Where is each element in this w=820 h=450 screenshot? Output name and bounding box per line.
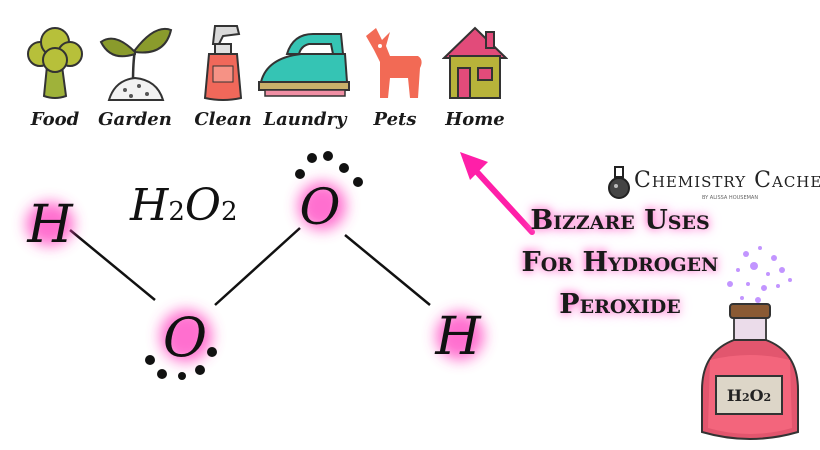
category-label: Home	[445, 109, 505, 130]
sprout-icon	[99, 28, 173, 101]
category-label: Laundry	[263, 109, 347, 130]
bond-o-h	[344, 234, 431, 306]
brand-logo[interactable]: Chemistry Cachet BY ALISSA HOUSEMAN	[606, 162, 820, 206]
category-label: Food	[30, 109, 80, 130]
bottle-label-text: H2O2	[727, 386, 771, 405]
category-food[interactable]: Food	[10, 22, 100, 132]
category-row: Food Garden Clean Laundry	[10, 22, 508, 132]
atom-oxygen-top: O	[300, 178, 341, 236]
lone-pairs-top-oxygen	[295, 151, 363, 187]
bottle-label-h: H	[727, 386, 742, 405]
brand-name: Chemistry Cachet	[634, 168, 820, 193]
sparkles	[727, 246, 792, 303]
chemical-formula: H2O2	[130, 180, 238, 231]
formula-h-count: 2	[168, 197, 185, 227]
house-icon	[442, 26, 508, 99]
category-garden[interactable]: Garden	[90, 22, 180, 132]
spray-bottle-icon	[203, 25, 243, 101]
headline-line-3: Peroxide	[559, 289, 681, 320]
category-clean[interactable]: Clean	[178, 22, 268, 132]
bond-h-o	[69, 229, 156, 301]
iron-icon	[258, 33, 350, 97]
formula-o: O	[184, 180, 221, 231]
atom-hydrogen-left: H	[26, 195, 74, 255]
pointer-arrow-icon	[460, 152, 535, 235]
headline: Bizzare Uses For Hydrogen Peroxide	[520, 200, 720, 326]
headline-line-1: Bizzare Uses	[530, 205, 710, 236]
broccoli-icon	[27, 27, 83, 99]
category-home[interactable]: Home	[430, 22, 520, 132]
bottle-label-o: O	[750, 386, 764, 405]
atom-oxygen-bottom: O	[163, 306, 207, 369]
dog-icon	[366, 28, 422, 98]
flask-icon	[608, 166, 630, 199]
formula-o-count: 2	[221, 197, 238, 227]
category-label: Garden	[98, 109, 172, 130]
potion-bottle-icon: H2O2	[701, 246, 799, 440]
formula-h: H	[130, 180, 169, 231]
bond-o-o	[214, 227, 301, 306]
category-label: Clean	[194, 109, 252, 130]
bond-lines	[69, 227, 431, 306]
category-label: Pets	[373, 109, 417, 130]
atom-hydrogen-right: H	[434, 307, 482, 367]
lone-pairs-bottom-oxygen	[145, 347, 217, 380]
category-pets[interactable]: Pets	[350, 22, 440, 132]
hydrogen-peroxide-structure: H O O H	[0, 140, 520, 450]
headline-line-2: For Hydrogen	[521, 247, 719, 278]
bottle-label-o-count: 2	[764, 391, 772, 404]
brand-byline: BY ALISSA HOUSEMAN	[702, 195, 759, 201]
bottle-label-h-count: 2	[742, 391, 750, 404]
category-laundry[interactable]: Laundry	[258, 22, 350, 132]
